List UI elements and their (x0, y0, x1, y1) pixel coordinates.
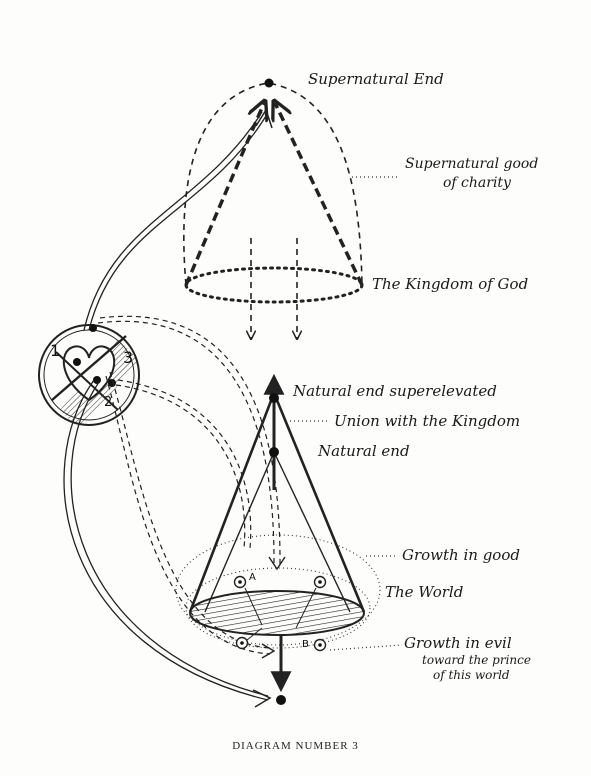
label-of-charity: of charity (443, 176, 511, 190)
natural-end-point (269, 447, 279, 457)
natural-end-superelevated-point (269, 393, 279, 403)
label-natural-end-superelevated: Natural end superelevated (293, 384, 497, 399)
heart-marker-1: 1 (50, 343, 60, 359)
label-supernatural-end: Supernatural End (308, 72, 444, 87)
diagram-caption: DIAGRAM NUMBER 3 (0, 740, 591, 752)
label-supernatural-good: Supernatural good (405, 157, 538, 171)
point-a-label: A (249, 573, 256, 583)
heart-marker-2: 2 (104, 396, 112, 409)
supernatural-end-point (265, 79, 274, 88)
label-the-world: The World (385, 585, 463, 600)
label-growth-in-good: Growth in good (402, 548, 520, 563)
label-growth-in-evil: Growth in evil (404, 636, 512, 651)
prince-of-world-point (276, 695, 286, 705)
point-b-label: B (302, 640, 309, 650)
label-kingdom-of-god: The Kingdom of God (372, 277, 528, 292)
label-toward-prince: toward the prince (422, 654, 531, 666)
label-union-with-kingdom: Union with the Kingdom (334, 414, 520, 429)
heart-emblem (39, 324, 140, 430)
label-natural-end: Natural end (318, 444, 410, 459)
label-of-this-world: of this world (433, 669, 510, 681)
kingdom-of-god-dome (184, 79, 400, 339)
heart-marker-3: 3 (123, 350, 133, 366)
